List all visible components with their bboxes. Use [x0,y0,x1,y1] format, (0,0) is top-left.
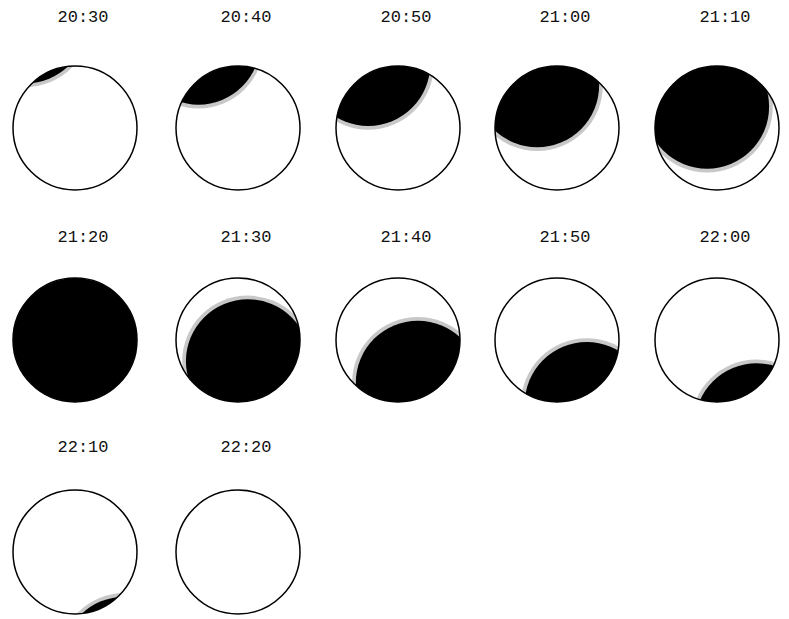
penumbra [59,593,190,619]
earth-shadow [645,45,769,169]
moon-phase [9,274,140,405]
moon-outline [13,490,137,614]
time-label: 22:00 [699,228,750,247]
moon-phase [176,278,314,427]
earth-shadow [475,23,599,147]
earth-shadow [236,618,360,619]
moon-phase [13,490,190,619]
moon-phase [133,0,300,190]
earth-shadow [525,342,649,466]
moon-outline [176,278,300,402]
earth-shadow [695,363,789,487]
moon-phase [0,0,137,190]
moon-phase [471,20,619,190]
penumbra [303,0,434,130]
time-label: 22:10 [57,438,108,457]
time-label: 21:00 [539,8,590,27]
penumbra [352,317,483,448]
moon-phase [176,490,363,619]
earth-shadow [356,321,480,445]
moon-outline [176,66,300,190]
moon-phase [303,0,460,190]
penumbra [471,20,602,151]
time-label: 21:40 [380,228,431,247]
earth-shadow [186,299,310,423]
moon-outline [336,66,460,190]
moon-outline [176,490,300,614]
penumbra [641,41,772,172]
time-label: 20:30 [57,8,108,27]
time-label: 20:50 [380,8,431,27]
moon-phase [495,278,652,470]
earth-shadow [63,597,187,619]
time-label: 22:20 [220,438,271,457]
moon-disc [176,490,300,614]
penumbra [691,360,789,491]
earth-shadow [13,278,137,402]
time-label: 20:40 [220,8,271,27]
moon-outline [13,278,137,402]
moon-outline [336,278,460,402]
moon-phase [641,41,779,190]
moon-disc [13,66,137,190]
time-label: 21:30 [220,228,271,247]
moon-outline [495,66,619,190]
penumbra [9,274,140,405]
penumbra [232,614,363,619]
moon-phase [336,278,484,448]
moon-phase [655,278,789,491]
time-label: 21:20 [57,228,108,247]
moon-disc [13,490,137,614]
time-label: 21:10 [699,8,750,27]
time-label: 21:50 [539,228,590,247]
penumbra [182,296,313,427]
moon-outline [13,66,137,190]
moon-outline [495,278,619,402]
penumbra [521,338,652,469]
moon-outline [655,278,779,402]
moon-disc [13,278,137,402]
moon-outline [655,66,779,190]
